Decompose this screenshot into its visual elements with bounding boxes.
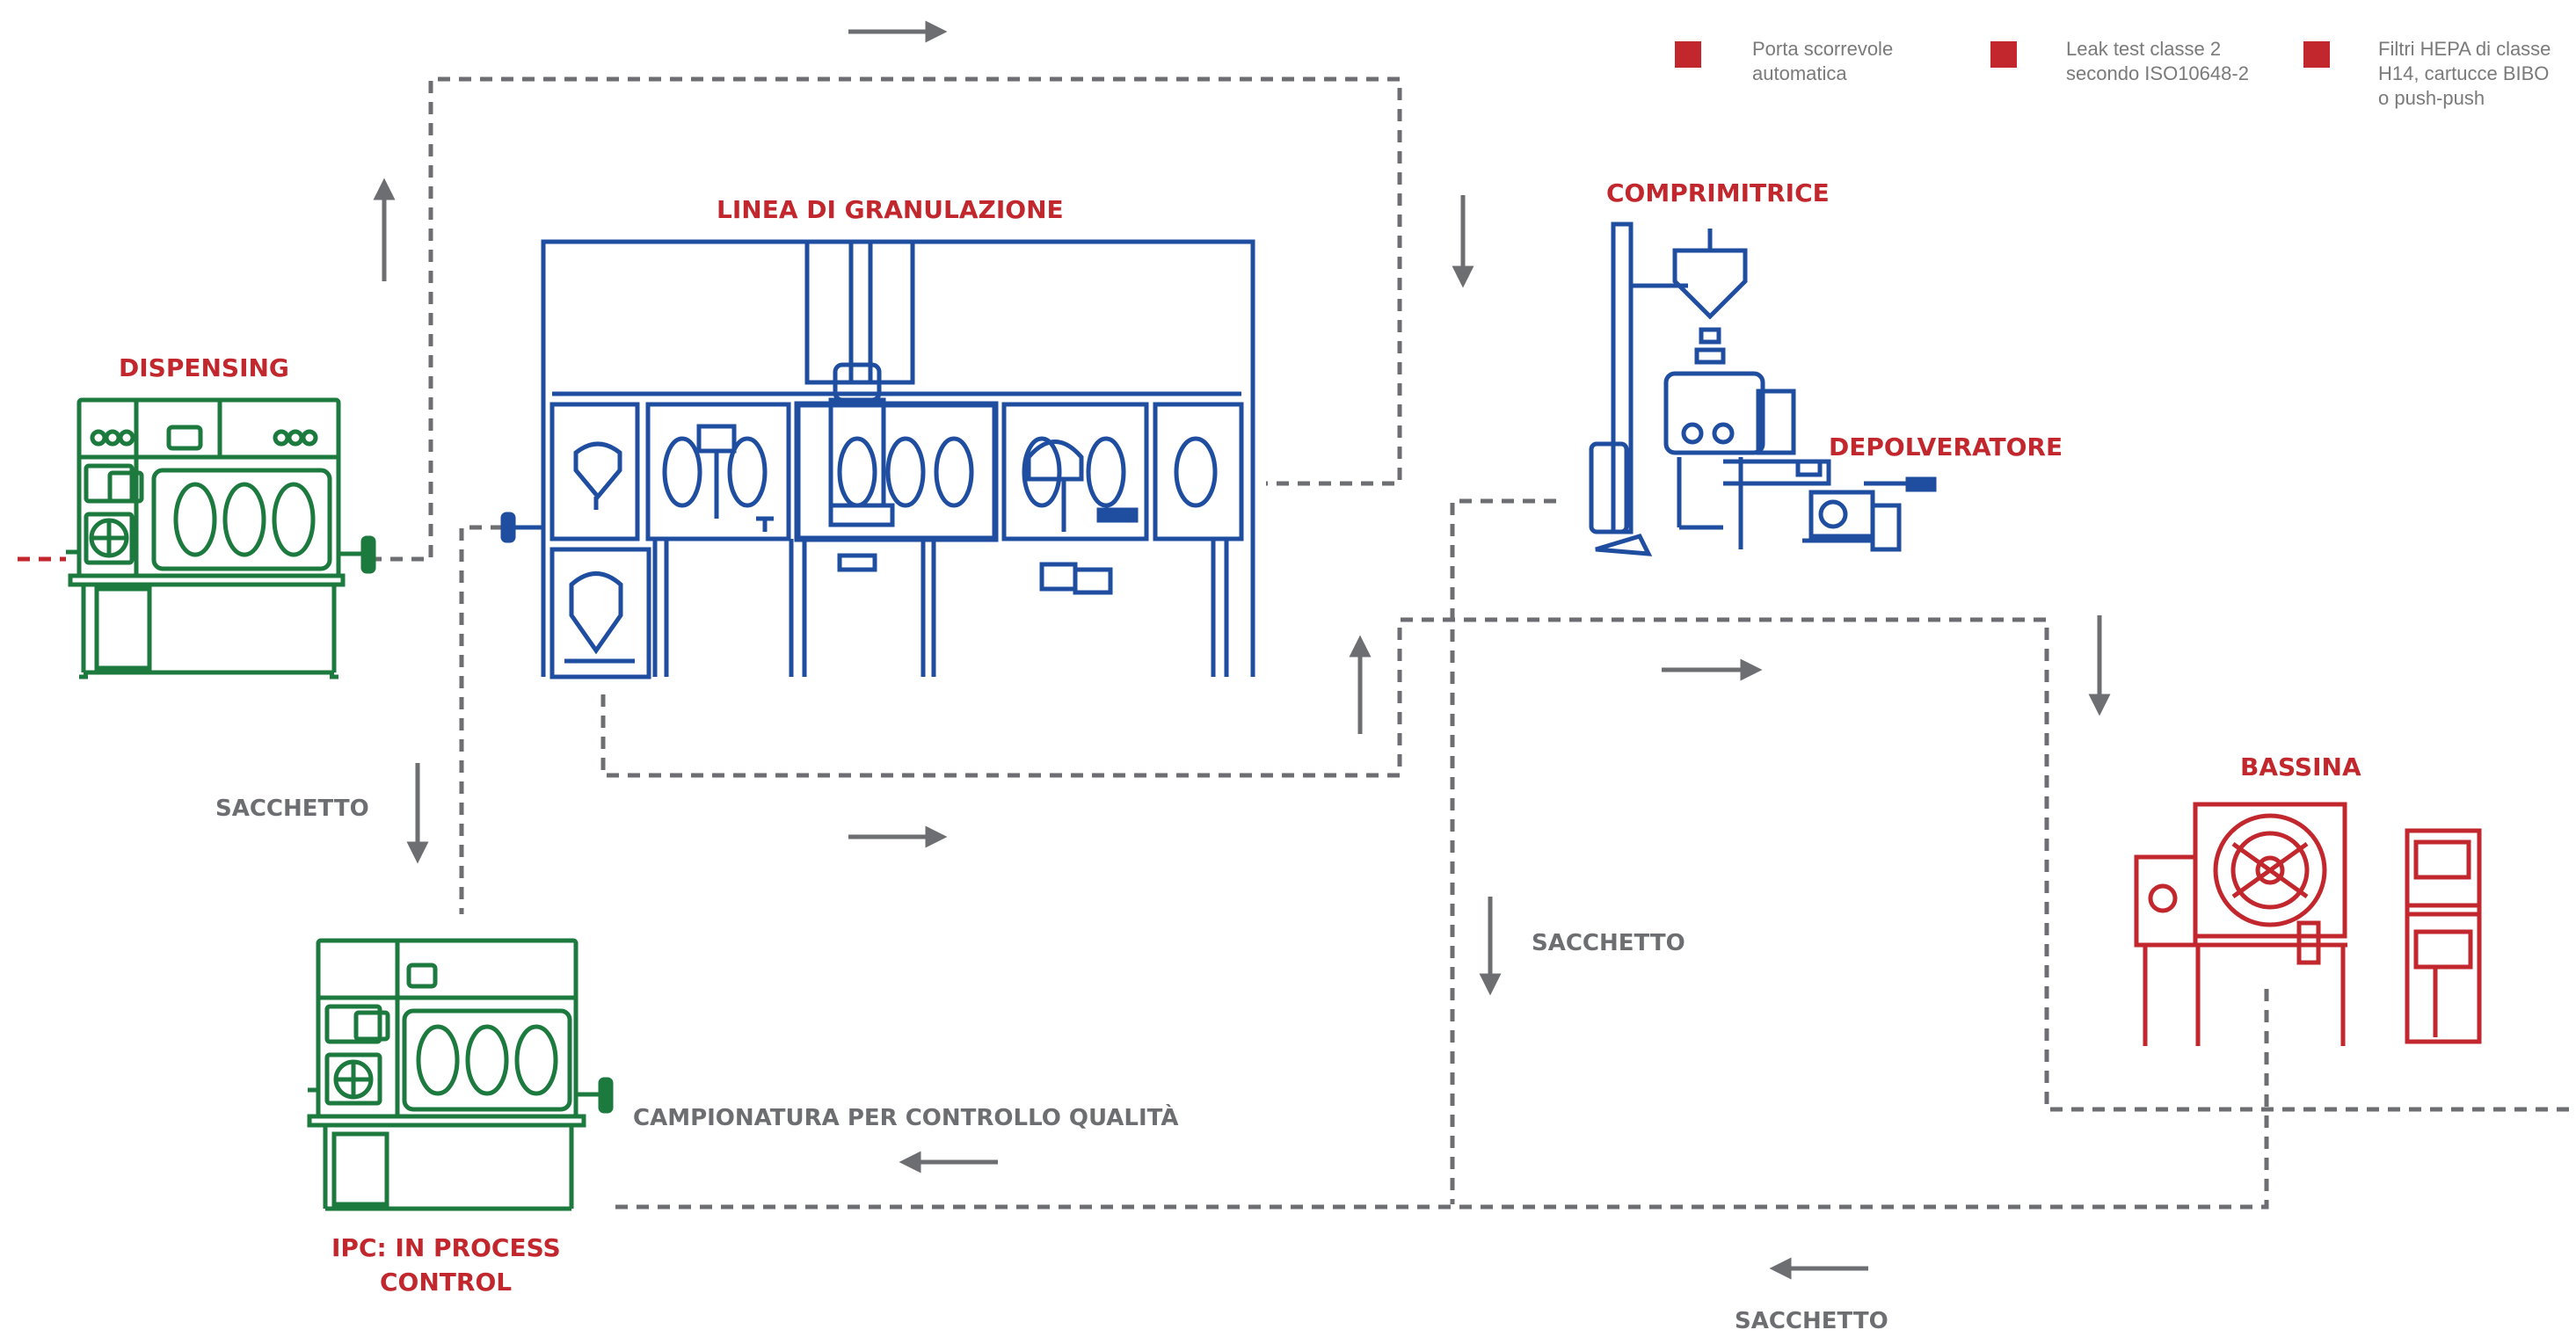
station-title-ipc-line2: CONTROL	[380, 1268, 513, 1297]
dispensing-isolator-icon	[66, 397, 376, 679]
legend-label: Porta scorrevole automatica	[1752, 38, 1894, 84]
coating-pan-icon	[2134, 802, 2482, 1046]
flow-label-bag: SACCHETTO	[215, 796, 369, 822]
flow-granulation-to-ipc	[459, 525, 545, 914]
flow-press-down	[1450, 498, 1556, 1204]
flow-label-bag: SACCHETTO	[1735, 1308, 1888, 1334]
flow-label-bag: SACCHETTO	[1532, 930, 1685, 956]
granulation-line-icon	[500, 239, 1255, 679]
flow-bottom-return	[615, 989, 2269, 1210]
tablet-press-icon	[1589, 222, 1796, 556]
legend-swatch	[1675, 41, 1701, 68]
station-title-coating-pan: BASSINA	[2240, 752, 2361, 781]
legend-label: Filtri HEPA di classe H14, cartucce BIBO…	[2378, 38, 2551, 109]
flow-dispensing-to-granulation-top	[369, 76, 1402, 562]
station-title-granulation: LINEA DI GRANULAZIONE	[717, 195, 1064, 224]
station-title-tablet-press: COMPRIMITRICE	[1606, 178, 1830, 207]
station-title-deduster: DEPOLVERATORE	[1829, 432, 2063, 461]
station-title-dispensing: DISPENSING	[119, 353, 289, 382]
station-title-ipc-line1: IPC: IN PROCESS	[331, 1233, 561, 1262]
legend-swatch	[2303, 41, 2330, 68]
legend-swatch	[1990, 41, 2017, 68]
ipc-isolator-icon	[307, 938, 614, 1211]
deduster-icon	[1723, 459, 1937, 552]
legend-label: Leak test classe 2 secondo ISO10648-2	[2066, 38, 2249, 84]
flow-arrows	[373, 20, 2111, 1280]
flow-label-sampling: CAMPIONATURA PER CONTROLLO QUALITÀ	[633, 1105, 1179, 1131]
flow-paths	[18, 76, 2576, 1210]
